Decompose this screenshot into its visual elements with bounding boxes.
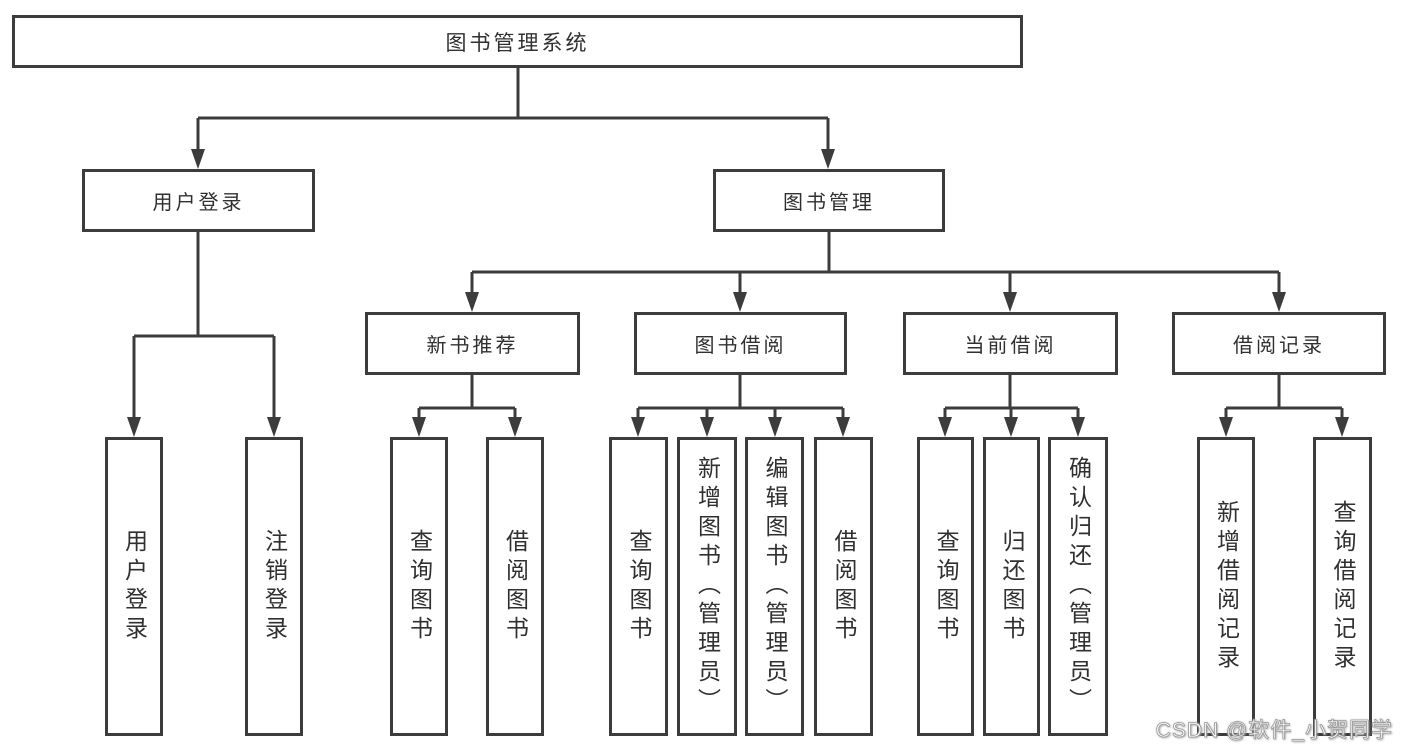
leaf-logout: 注销登录	[245, 437, 303, 736]
connector-path	[132, 68, 1344, 418]
node-new-book-recommendation: 新书推荐	[365, 312, 580, 375]
csdn-watermark: CSDN @软件_小贺同学	[1155, 719, 1393, 743]
leaf-borrowing-edit-books-admin: 编辑图书（管理员）	[745, 437, 804, 736]
leaf-current-return-books: 归还图书	[983, 437, 1040, 736]
leaf-borrowing-query-books: 查询图书	[609, 437, 668, 736]
node-user-login-branch: 用户登录	[82, 169, 315, 232]
node-borrowing-records: 借阅记录	[1172, 312, 1386, 375]
node-current-borrowing: 当前借阅	[903, 312, 1118, 375]
leaf-borrowing-add-books-admin: 新增图书（管理员）	[677, 437, 737, 736]
leaf-records-add-borrow-record: 新增借阅记录	[1197, 437, 1255, 736]
leaf-recommend-borrow-books: 借阅图书	[486, 437, 544, 736]
node-book-management-branch: 图书管理	[713, 169, 945, 232]
leaf-borrowing-borrow-books: 借阅图书	[814, 437, 873, 736]
node-library-management-system: 图书管理系统	[12, 15, 1023, 68]
leaf-current-query-books: 查询图书	[917, 437, 974, 736]
node-book-borrowing: 图书借阅	[634, 312, 847, 375]
leaf-current-confirm-return-admin: 确认归还（管理员）	[1048, 437, 1108, 736]
arrowheads	[127, 149, 1349, 437]
leaf-records-query-borrow-record: 查询借阅记录	[1313, 437, 1372, 736]
leaf-user-login: 用户登录	[105, 437, 163, 736]
leaf-recommend-query-books: 查询图书	[390, 437, 448, 736]
